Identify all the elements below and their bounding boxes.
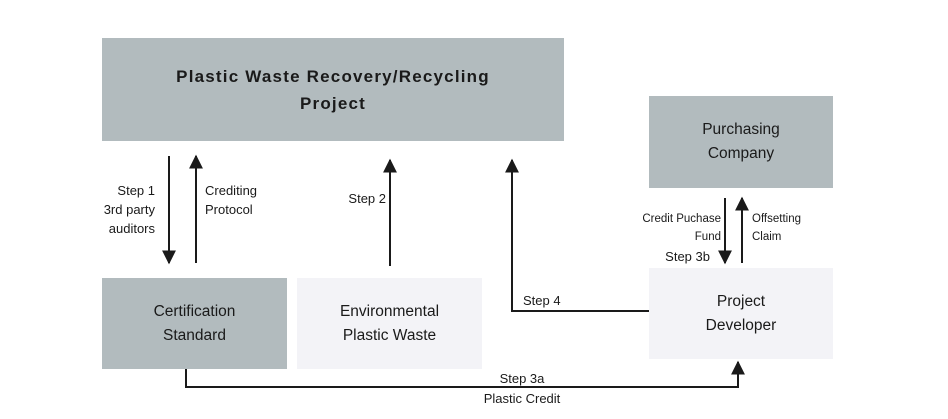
step3a-label: Step 3a: [499, 371, 545, 386]
purchasing-company-label: Purchasing Company: [702, 121, 780, 162]
environmental-plastic-waste-label: Environmental Plastic Waste: [339, 302, 440, 344]
project-developer-box: Project Developer: [649, 268, 833, 359]
plastic-credit-label: Plastic Credit: [483, 391, 561, 406]
crediting-protocol-label: Crediting Protocol: [205, 183, 258, 217]
purchasing-company-box: Purchasing Company: [649, 96, 833, 188]
offsetting-claim-label: Offsetting Claim: [752, 213, 802, 243]
step1-label: Step 1 3rd party auditors: [103, 183, 155, 236]
environmental-plastic-waste-box: Environmental Plastic Waste: [297, 278, 482, 369]
certification-standard-box: Certification Standard: [102, 278, 287, 369]
project-box: Plastic Waste Recovery/Recycling Project: [102, 38, 564, 141]
project-developer-label: Project Developer: [705, 292, 777, 334]
certification-standard-label: Certification Standard: [153, 302, 236, 344]
step4-arrow: [505, 158, 649, 312]
credit-purchase-label: Credit Puchase Fund: [642, 213, 721, 243]
step2-label: Step 2: [348, 191, 386, 206]
project-title: Plastic Waste Recovery/Recycling Project: [176, 66, 490, 113]
step4-label: Step 4: [523, 293, 561, 308]
step3b-label: Step 3b: [665, 249, 710, 264]
step3a-arrow: [185, 360, 745, 388]
